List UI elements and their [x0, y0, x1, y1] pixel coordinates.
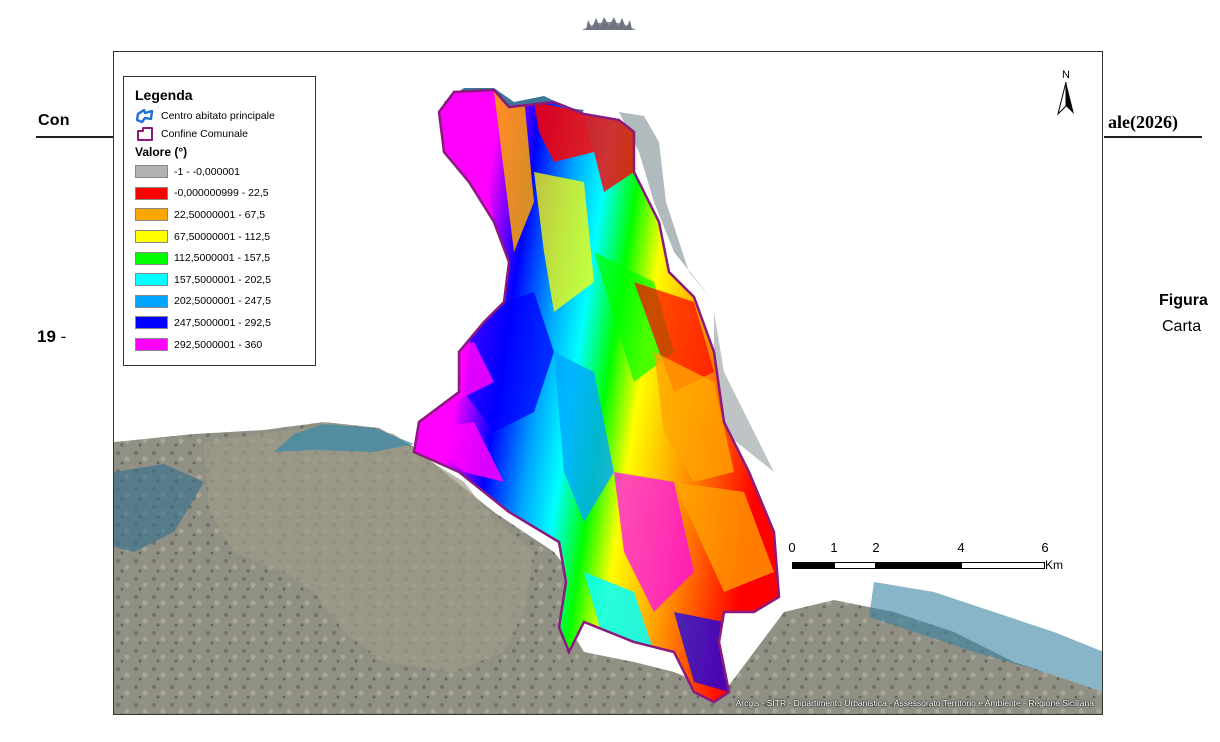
scale-tick: 6 [1041, 540, 1049, 555]
legend-classes-list: -1 - -0,000001 -0,000000999 - 22,5 22,5000… [135, 161, 315, 355]
header-rule-left [36, 136, 114, 138]
legend-class-row: 157,5000001 - 202,5 [135, 269, 315, 291]
legend-layer-boundary: Confine Comunale [135, 125, 315, 143]
legend-class-swatch [135, 208, 168, 222]
north-arrow: N [1056, 69, 1076, 117]
scale-units: Km [1045, 558, 1063, 572]
scale-tick: 0 [788, 540, 796, 555]
scale-tick: 1 [830, 540, 838, 555]
scale-segment [834, 562, 876, 569]
legend-class-row: -0,000000999 - 22,5 [135, 183, 315, 205]
legend-class-label: 67,50000001 - 112,5 [174, 230, 271, 243]
legend-class-label: 112,5000001 - 157,5 [174, 252, 271, 265]
figure-subtitle: Carta [1162, 318, 1202, 335]
legend-layer-town: Centro abitato principale [135, 107, 315, 125]
boundary-outline-icon [135, 125, 157, 143]
north-label: N [1062, 69, 1070, 81]
legend-layer-boundary-label: Confine Comunale [161, 128, 248, 140]
legend-class-label: 292,5000001 - 360 [174, 338, 263, 351]
figure-number-value: 19 [37, 327, 56, 346]
scale-segment [961, 562, 1045, 569]
legend-class-swatch [135, 316, 168, 330]
legend-class-swatch [135, 186, 168, 200]
map-frame: Legenda Centro abitato principale Confin… [113, 51, 1103, 715]
legend-class-row: 292,5000001 - 360 [135, 334, 315, 356]
scale-bar: 0 1 2 4 6 Km [788, 540, 1080, 580]
legend-class-label: -0,000000999 - 22,5 [174, 187, 269, 200]
legend-class-label: 157,5000001 - 202,5 [174, 273, 271, 286]
figure-number-separator: - [60, 327, 67, 346]
scale-tick: 2 [872, 540, 880, 555]
scale-segment [792, 562, 834, 569]
legend-class-row: 202,5000001 - 247,5 [135, 291, 315, 313]
north-arrow-icon [1057, 82, 1074, 116]
map-attribution: Arcgis - SITR - Dipartimento Urbanistica… [735, 698, 1094, 708]
legend-classes-title: Valore (°) [135, 145, 188, 159]
legend-class-label: 22,50000001 - 67,5 [174, 208, 266, 221]
figure-label: Figura [1159, 292, 1208, 309]
legend-layer-town-label: Centro abitato principale [161, 110, 275, 122]
legend-class-label: 202,5000001 - 247,5 [174, 295, 271, 308]
legend-class-row: -1 - -0,000001 [135, 161, 315, 183]
town-outline-icon [135, 107, 157, 125]
scale-tick: 4 [957, 540, 965, 555]
legend-title: Legenda [135, 87, 193, 103]
legend-class-label: 247,5000001 - 292,5 [174, 316, 271, 329]
aspect-map [114, 52, 1102, 714]
scale-segment [876, 562, 961, 569]
legend-class-row: 112,5000001 - 157,5 [135, 247, 315, 269]
legend-class-row: 67,50000001 - 112,5 [135, 226, 315, 248]
municipal-crest-icon [582, 17, 636, 30]
document-header-left: Con [38, 112, 70, 129]
legend-class-swatch [135, 251, 168, 265]
legend-class-row: 247,5000001 - 292,5 [135, 312, 315, 334]
legend-class-label: -1 - -0,000001 [174, 165, 240, 178]
legend-class-row: 22,50000001 - 67,5 [135, 204, 315, 226]
legend-class-swatch [135, 294, 168, 308]
map-legend: Legenda Centro abitato principale Confin… [123, 76, 316, 366]
municipal-boundary [412, 88, 781, 704]
header-rule-right [1104, 136, 1202, 138]
document-header-right: ale(2026) [1108, 112, 1178, 132]
legend-class-swatch [135, 165, 168, 179]
legend-class-swatch [135, 338, 168, 352]
legend-class-swatch [135, 273, 168, 287]
legend-class-swatch [135, 230, 168, 244]
figure-number: 19 - [37, 327, 66, 347]
